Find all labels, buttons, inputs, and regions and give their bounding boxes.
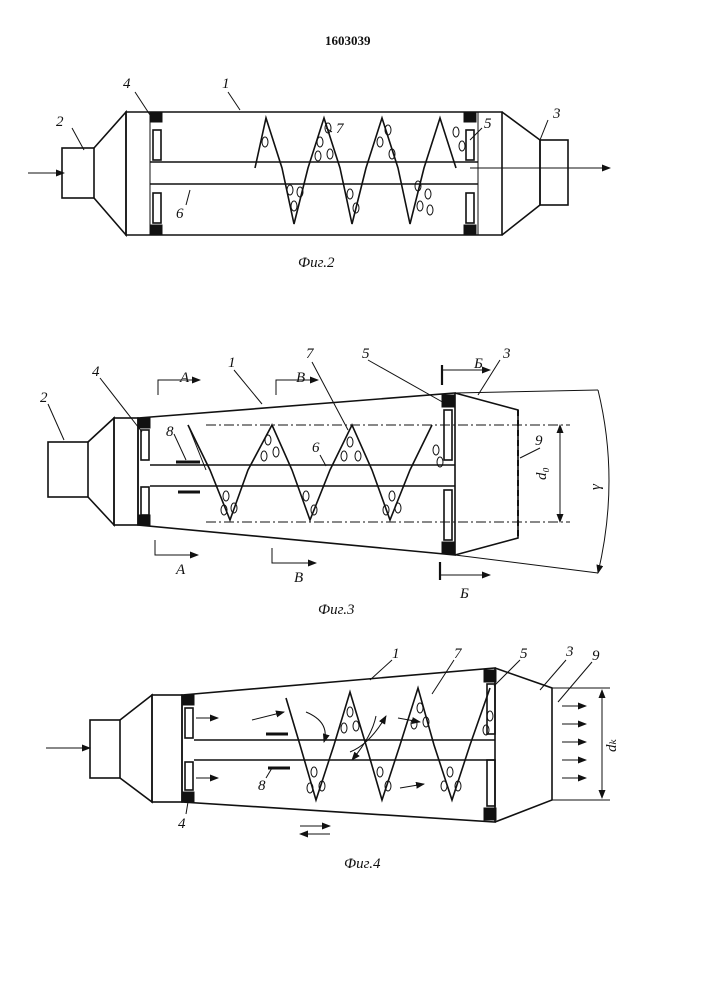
label-3: 3	[565, 644, 574, 660]
drum-body	[137, 392, 456, 556]
label-8: 8	[258, 778, 266, 794]
label-3: 3	[502, 346, 511, 362]
section-mark-b-bottom: В	[294, 570, 303, 586]
outlet-pipe	[539, 139, 569, 206]
figure-2-caption: Фиг.2	[298, 255, 335, 271]
label-7: 7	[336, 121, 345, 137]
drum-body	[181, 667, 496, 823]
label-2: 2	[56, 114, 64, 130]
figure-4: 1 7 5 3 9 4 8 dₖ Фиг.4	[46, 644, 620, 872]
angle-gamma: γ	[588, 483, 604, 490]
label-1: 1	[228, 355, 236, 371]
label-6: 6	[176, 206, 184, 222]
label-5: 5	[362, 346, 370, 362]
label-3: 3	[552, 106, 561, 122]
figure-3: 2 4 1 7 5 3 8 6 9 А В Б А В Б d₀ γ Фиг.3	[40, 346, 610, 618]
dimension-dk: dₖ	[604, 739, 620, 753]
label-1: 1	[222, 76, 230, 92]
figure-3-caption: Фиг.3	[318, 602, 354, 618]
label-6: 6	[312, 440, 320, 456]
label-8: 8	[166, 424, 174, 440]
inlet-pipe	[61, 147, 95, 199]
label-4: 4	[178, 816, 186, 832]
label-4: 4	[92, 364, 100, 380]
section-mark-v-bottom: Б	[459, 586, 469, 602]
dimension-d0: d₀	[534, 467, 550, 480]
patent-number: 1603039	[325, 33, 371, 48]
inlet-pipe	[47, 441, 89, 498]
label-1: 1	[392, 646, 400, 662]
figure-2: 2 4 1 7 5 3 6 Фиг.2	[28, 76, 611, 271]
label-7: 7	[306, 346, 315, 362]
label-2: 2	[40, 390, 48, 406]
section-mark-v-top: Б	[473, 356, 483, 372]
screw-auger	[285, 685, 491, 803]
figure-4-caption: Фиг.4	[344, 856, 381, 872]
screw-auger	[254, 114, 457, 225]
section-mark-a-bottom: А	[175, 562, 186, 578]
section-mark-a-top: А	[179, 370, 190, 386]
label-4: 4	[123, 76, 131, 92]
label-7: 7	[454, 646, 463, 662]
label-9: 9	[592, 648, 600, 664]
section-mark-b-top: В	[296, 370, 305, 386]
label-9: 9	[535, 433, 543, 449]
inlet-pipe	[89, 719, 121, 779]
label-5: 5	[484, 116, 492, 132]
screw-auger	[187, 423, 433, 523]
label-5: 5	[520, 646, 528, 662]
